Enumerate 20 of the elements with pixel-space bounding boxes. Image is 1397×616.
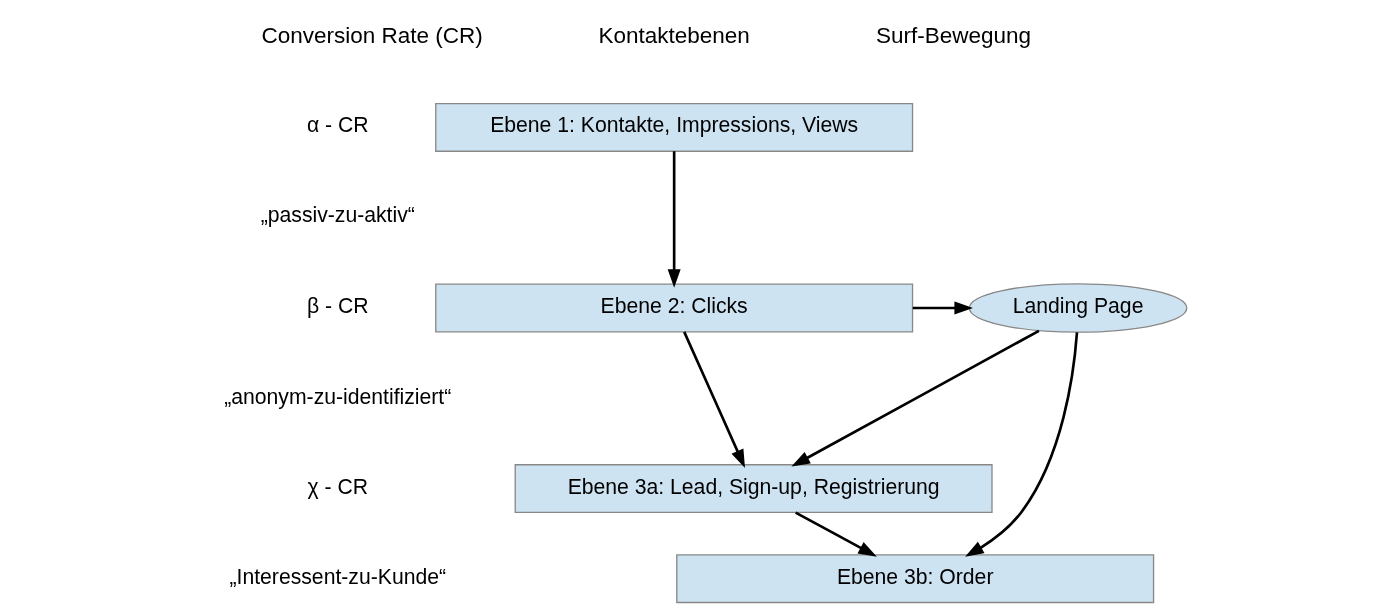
label: „passiv-zu-aktiv“ xyxy=(260,203,415,227)
label: β - CR xyxy=(306,294,369,318)
label: Surf-Bewegung xyxy=(875,22,1031,48)
node-ellipse: Landing Page xyxy=(968,283,1187,333)
label: χ - CR xyxy=(307,474,368,498)
node-box: Ebene 1: Kontakte, Impressions, Views xyxy=(434,102,913,152)
arrow xyxy=(682,331,745,469)
arrow xyxy=(964,332,1078,557)
arrow xyxy=(794,511,877,557)
node-box: Ebene 3a: Lead, Sign-up, Registrierung xyxy=(514,464,993,514)
label: „Interessent-zu-Kunde“ xyxy=(229,564,446,588)
arrow xyxy=(790,329,1040,467)
label: Kontaktebenen xyxy=(597,22,750,48)
arrow xyxy=(912,301,973,315)
label: Conversion Rate (CR) xyxy=(261,22,483,48)
node-box: Ebene 3b: Order xyxy=(675,554,1154,604)
label: α - CR xyxy=(306,113,369,137)
node-box: Ebene 2: Clicks xyxy=(434,283,913,333)
arrow xyxy=(667,151,681,288)
label: „anonym-zu-identifiziert“ xyxy=(223,384,451,408)
